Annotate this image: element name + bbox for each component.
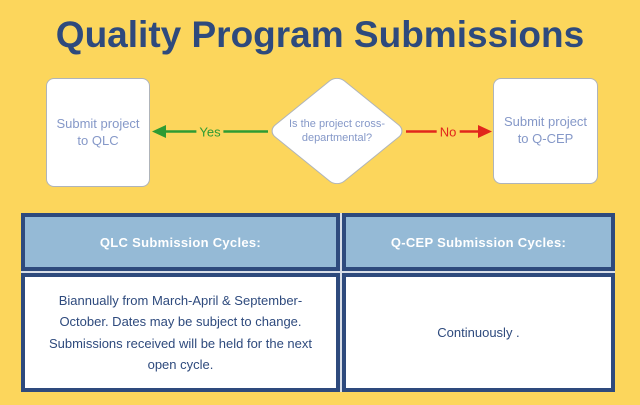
submission-cycles-table: QLC Submission Cycles: Q-CEP Submission … <box>21 213 615 392</box>
page-title: Quality Program Submissions <box>55 14 585 55</box>
decision-question: Is the project cross-departmental? <box>289 118 385 145</box>
qcep-cycles-header: Q-CEP Submission Cycles: <box>341 213 615 271</box>
no-label: No <box>436 124 460 140</box>
qcep-box-label: Submit project to Q-CEP <box>503 114 588 146</box>
qlc-box: Submit project to QLC <box>46 78 150 187</box>
yes-label: Yes <box>196 124 224 140</box>
qlc-cycles-header: QLC Submission Cycles: <box>21 213 340 271</box>
qcep-box: Submit project to Q-CEP <box>493 78 598 184</box>
qlc-box-label: Submit project to QLC <box>56 115 140 148</box>
qlc-cycles-cell: Biannually from March-April & September-… <box>21 273 340 392</box>
qcep-cycles-cell: Continuously . <box>341 273 615 392</box>
